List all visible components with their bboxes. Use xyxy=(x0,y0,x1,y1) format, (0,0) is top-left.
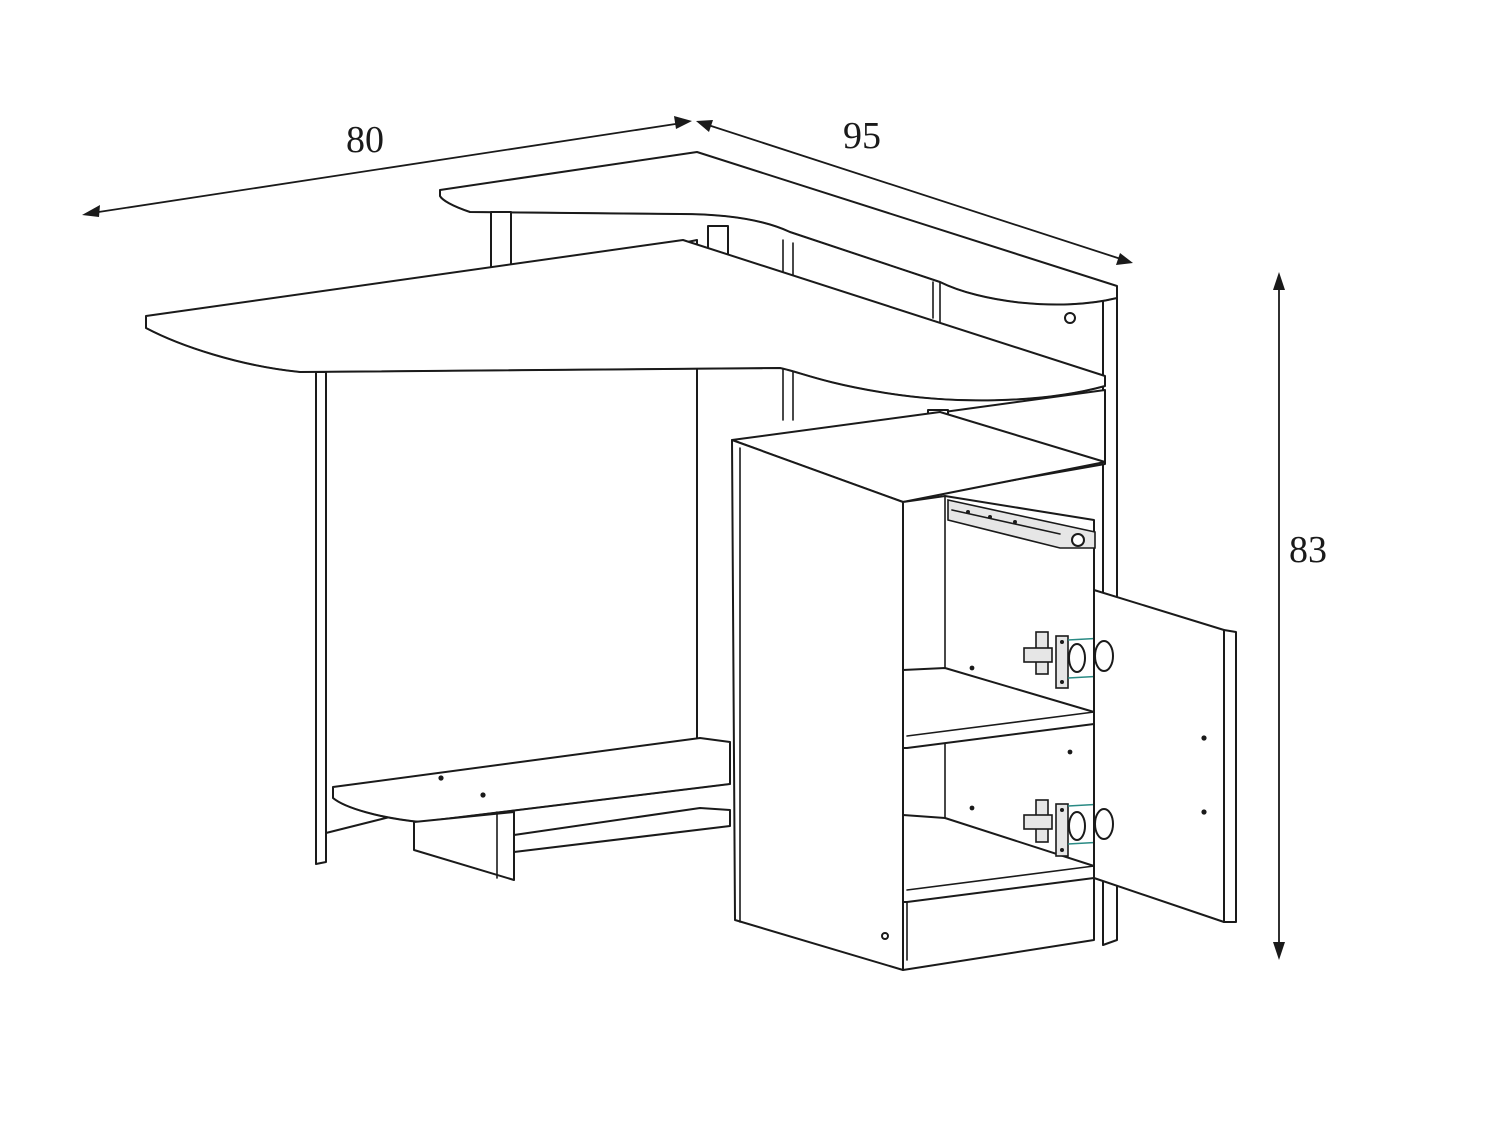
left-leg-panel xyxy=(315,371,327,865)
footrest-shelf xyxy=(332,737,731,881)
dimension-right-width: 95 xyxy=(696,115,1133,265)
dimension-label-80: 80 xyxy=(346,119,384,161)
dimension-label-83: 83 xyxy=(1289,529,1327,571)
dimension-left-width: 80 xyxy=(82,116,692,217)
drawer-slide-rail xyxy=(947,499,1096,549)
lower-hinge xyxy=(1023,799,1105,857)
dimension-height: 83 xyxy=(1273,272,1327,960)
top-shelf xyxy=(439,151,1118,306)
cabinet-door-open xyxy=(1093,589,1237,923)
cabinet xyxy=(731,411,1106,971)
dimension-label-95: 95 xyxy=(843,115,881,157)
desktop-surface xyxy=(145,239,1106,402)
cabinet-dowel-holes xyxy=(969,665,1073,811)
